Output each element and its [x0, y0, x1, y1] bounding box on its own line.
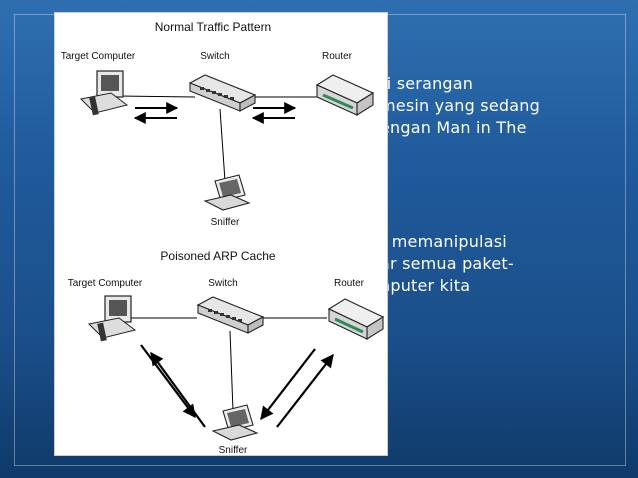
top-target-computer-label: Target Computer: [61, 51, 136, 62]
paragraph-2-line-3: nputer kita: [380, 276, 471, 295]
bottom-target-computer-icon: [87, 295, 137, 342]
top-sniffer-laptop-icon: [203, 174, 251, 211]
network-diagram: Normal Traffic Pattern Target Computer S…: [61, 20, 385, 455]
top-target-computer-icon: [79, 70, 129, 116]
slide-paragraph-1: ri serangan mesin yang sedang engan Man …: [380, 73, 540, 139]
bottom-router-label: Router: [334, 278, 365, 289]
paragraph-2-line-2: ar semua paket-: [380, 254, 514, 273]
bottom-switch-icon: [196, 296, 265, 334]
top-cable-target-switch: [114, 95, 196, 98]
top-switch-icon: [188, 74, 257, 112]
top-router-label: Router: [322, 51, 353, 62]
paragraph-2-line-1: t memanipulasi: [380, 232, 507, 251]
bottom-diagram-title: Poisoned ARP Cache: [160, 249, 276, 263]
bottom-arrow-sniffer-to-target: [150, 351, 206, 428]
paragraph-1-line-1: ri serangan: [380, 74, 474, 93]
top-cable-switch-sniffer: [219, 108, 226, 182]
bottom-arrow-router-to-sniffer: [260, 348, 316, 421]
bottom-router-icon: [327, 298, 385, 340]
top-diagram-title: Normal Traffic Pattern: [155, 20, 271, 34]
top-router-icon: [315, 74, 375, 116]
top-sniffer-label: Sniffer: [211, 217, 240, 228]
paragraph-1-line-3: engan Man in The: [380, 118, 527, 137]
paragraph-1-line-2: mesin yang sedang: [380, 96, 540, 115]
bottom-target-computer-label: Target Computer: [68, 278, 143, 289]
network-diagram-panel: Normal Traffic Pattern Target Computer S…: [54, 12, 388, 456]
slide-paragraph-2: t memanipulasi ar semua paket- nputer ki…: [380, 231, 514, 297]
bottom-cable-switch-sniffer: [229, 330, 234, 412]
top-switch-label: Switch: [200, 51, 229, 62]
bottom-switch-label: Switch: [208, 278, 237, 289]
bottom-sniffer-label: Sniffer: [219, 445, 248, 455]
bottom-arrow-sniffer-to-router: [276, 353, 334, 428]
bottom-sniffer-laptop-icon: [211, 404, 259, 441]
bottom-arrow-target-to-sniffer: [140, 344, 196, 419]
